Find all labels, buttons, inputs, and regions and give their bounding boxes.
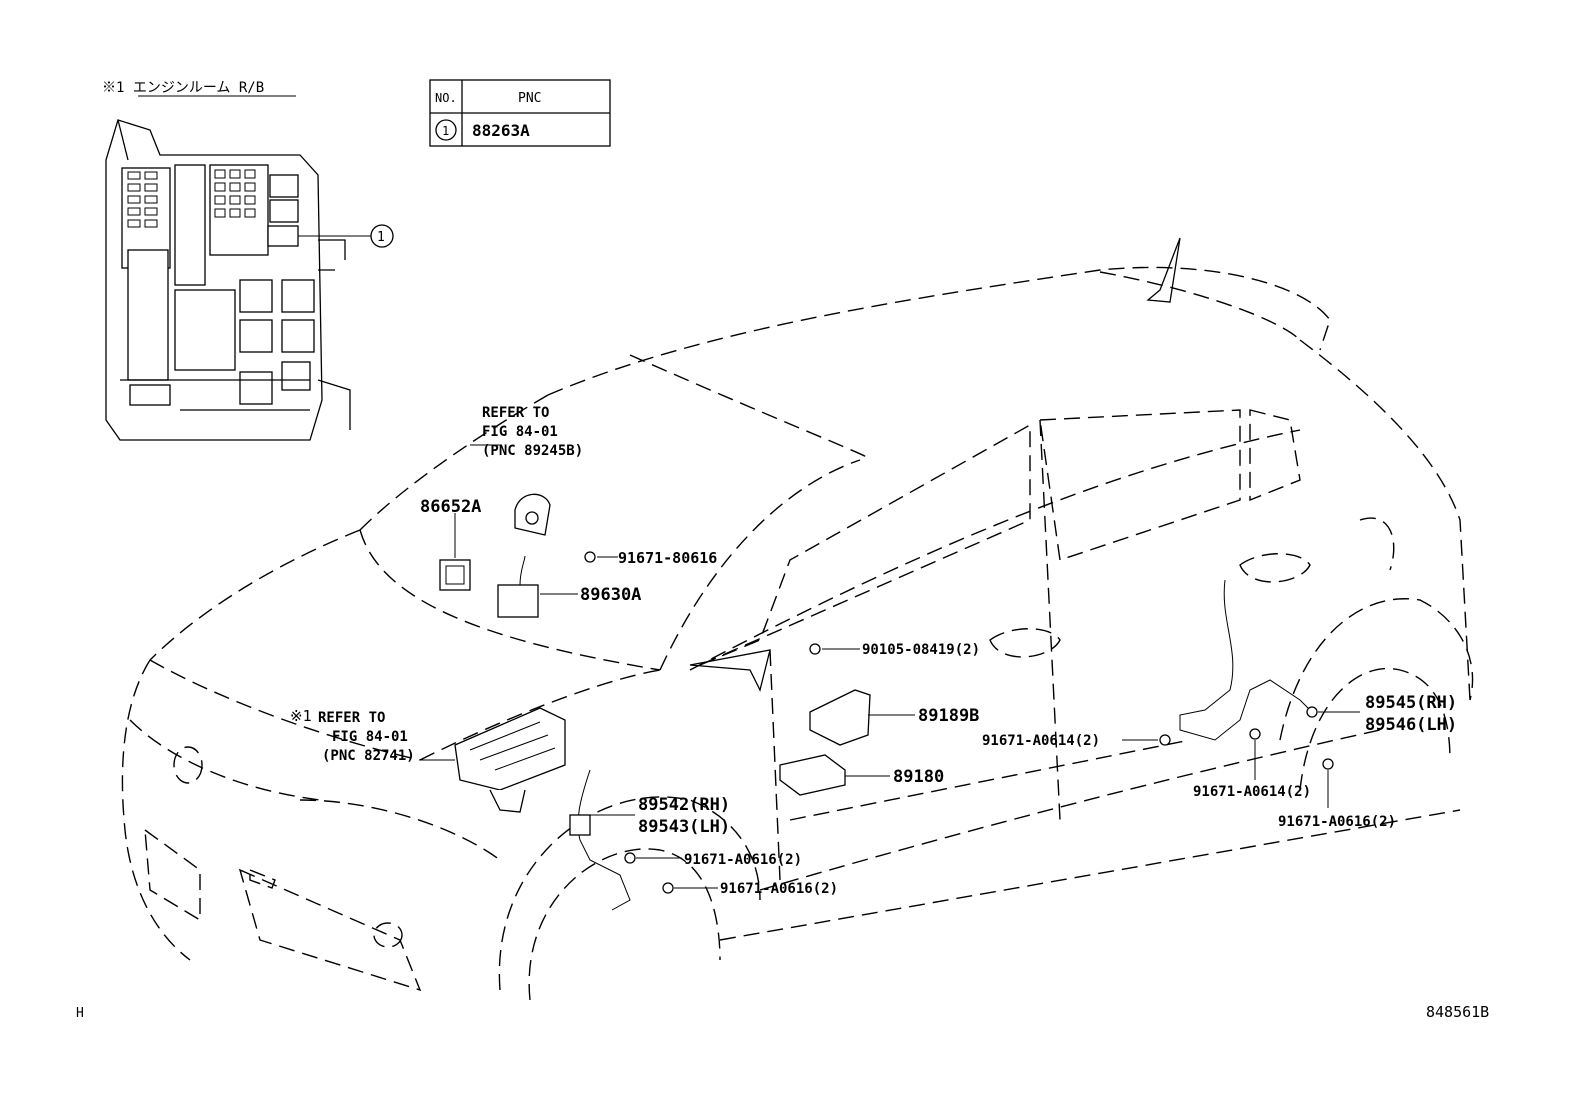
part-89245B-sensor bbox=[514, 493, 551, 536]
leader-lines bbox=[420, 444, 1360, 889]
label-89630A: 89630A bbox=[580, 585, 641, 605]
relay-block-title: ※1 エンジンルーム R/B bbox=[102, 80, 264, 96]
label-91671-A0616-a: 91671-A0616(2) bbox=[684, 852, 802, 868]
label-89189B: 89189B bbox=[918, 706, 979, 726]
car-outline bbox=[121, 237, 1474, 1001]
bolts bbox=[584, 551, 1334, 894]
label-86652A: 86652A bbox=[420, 497, 481, 517]
table-row-no-circle bbox=[435, 119, 457, 141]
fuse-88263A bbox=[267, 225, 299, 247]
label-89180: 89180 bbox=[893, 767, 944, 787]
part-89189B-bracket bbox=[809, 689, 871, 746]
label-90105-08419: 90105-08419(2) bbox=[862, 642, 980, 658]
part-89180-module bbox=[779, 754, 846, 796]
table-row-pnc: 88263A bbox=[472, 121, 530, 140]
callout-1-number: 1 bbox=[377, 230, 385, 245]
refer-2-line1: REFER TO bbox=[318, 710, 385, 726]
label-91671-A0614-b: 91671-A0614(2) bbox=[1193, 784, 1311, 800]
refer-2-mark: ※1 bbox=[290, 707, 312, 725]
label-89542: 89542(RH) bbox=[638, 795, 730, 815]
refer-2-line2: FIG 84-01 bbox=[332, 729, 408, 745]
label-91671-A0616-c: 91671-A0616(2) bbox=[1278, 814, 1396, 830]
table-row-no: 1 bbox=[442, 124, 449, 138]
table-header-pnc: PNC bbox=[518, 91, 541, 106]
callout-1-circle bbox=[370, 224, 394, 248]
pnc-table: NO. PNC 1 88263A bbox=[429, 79, 611, 147]
label-89545: 89545(RH) bbox=[1365, 693, 1457, 713]
refer-1-line2: FIG 84-01 bbox=[482, 424, 558, 440]
table-header-no: NO. bbox=[435, 91, 457, 105]
part-86652A-switch bbox=[439, 559, 471, 591]
refer-2-line3: (PNC 82741) bbox=[322, 748, 415, 764]
refer-1-line1: REFER TO bbox=[482, 405, 549, 421]
footer-figure-number: 848561B bbox=[1426, 1003, 1489, 1021]
footer-left: H bbox=[76, 1006, 84, 1021]
part-engine-room-rb bbox=[454, 707, 566, 813]
part-front-speed-sensor bbox=[569, 769, 631, 911]
part-89630A-ecu bbox=[497, 555, 539, 618]
label-89546: 89546(LH) bbox=[1365, 715, 1457, 735]
label-91671-80616: 91671-80616 bbox=[618, 549, 717, 567]
part-rear-speed-sensor bbox=[1179, 579, 1311, 741]
label-89543: 89543(LH) bbox=[638, 817, 730, 837]
label-91671-A0614-a: 91671-A0614(2) bbox=[982, 733, 1100, 749]
refer-1-line3: (PNC 89245B) bbox=[482, 443, 583, 459]
relay-block-illustration bbox=[105, 119, 351, 441]
label-91671-A0616-b: 91671-A0616(2) bbox=[720, 881, 838, 897]
